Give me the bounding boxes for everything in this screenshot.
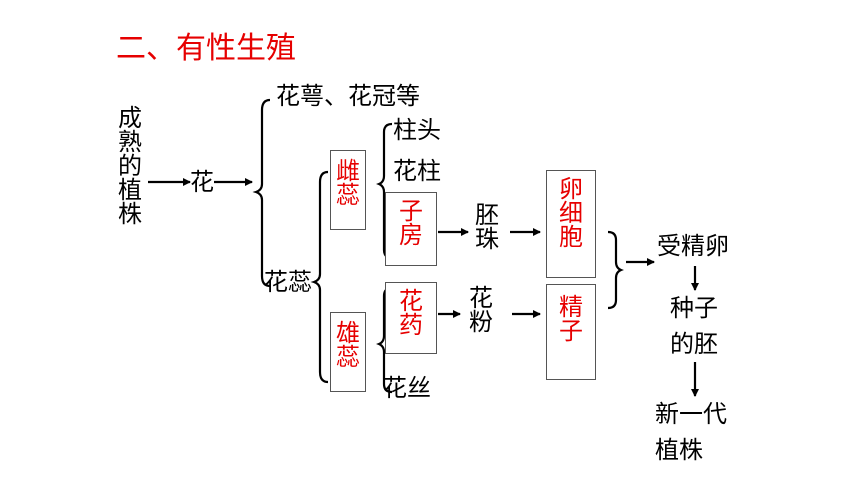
node-seed-embryo-line2: 的胚 [670, 330, 718, 358]
node-stamen-box: 雄蕊 [330, 312, 366, 392]
node-ovule: 胚珠 [475, 201, 499, 253]
node-stamen: 雄蕊 [336, 319, 360, 371]
node-ovary: 子房 [399, 197, 423, 249]
node-stigma: 柱头 [393, 116, 441, 144]
node-pistil-stamen: 花蕊 [264, 268, 312, 296]
brace-fertilization [607, 230, 624, 310]
node-sperm-box: 精子 [546, 284, 596, 380]
node-egg-cell-box: 卵细胞 [546, 170, 596, 278]
node-style: 花柱 [393, 157, 441, 185]
node-new-generation-line1: 新一代 [655, 400, 727, 428]
node-anther: 花药 [399, 287, 423, 339]
node-pollen: 花粉 [469, 284, 493, 336]
brace-pistil-parts [376, 122, 393, 260]
brace-flower [252, 98, 271, 288]
node-sepal-petal: 花萼、花冠等 [276, 82, 420, 110]
node-mature-plant: 成熟的植株 [118, 104, 142, 228]
page-title: 二、有性生殖 [116, 31, 296, 66]
node-new-generation-line2: 植株 [655, 436, 703, 464]
brace-pistil-stamen [310, 170, 329, 384]
node-anther-box: 花药 [385, 282, 437, 354]
node-sperm: 精子 [559, 293, 583, 345]
node-seed-embryo-line1: 种子 [670, 294, 718, 322]
node-fertilized-egg: 受精卵 [657, 232, 729, 260]
node-flower: 花 [190, 168, 214, 196]
brace-stamen-parts [376, 286, 393, 394]
node-filament: 花丝 [383, 374, 431, 402]
node-egg-cell: 卵细胞 [559, 175, 583, 251]
node-pistil-box: 雌蕊 [330, 150, 366, 230]
node-ovary-box: 子房 [385, 192, 437, 266]
node-pistil: 雌蕊 [336, 157, 360, 209]
